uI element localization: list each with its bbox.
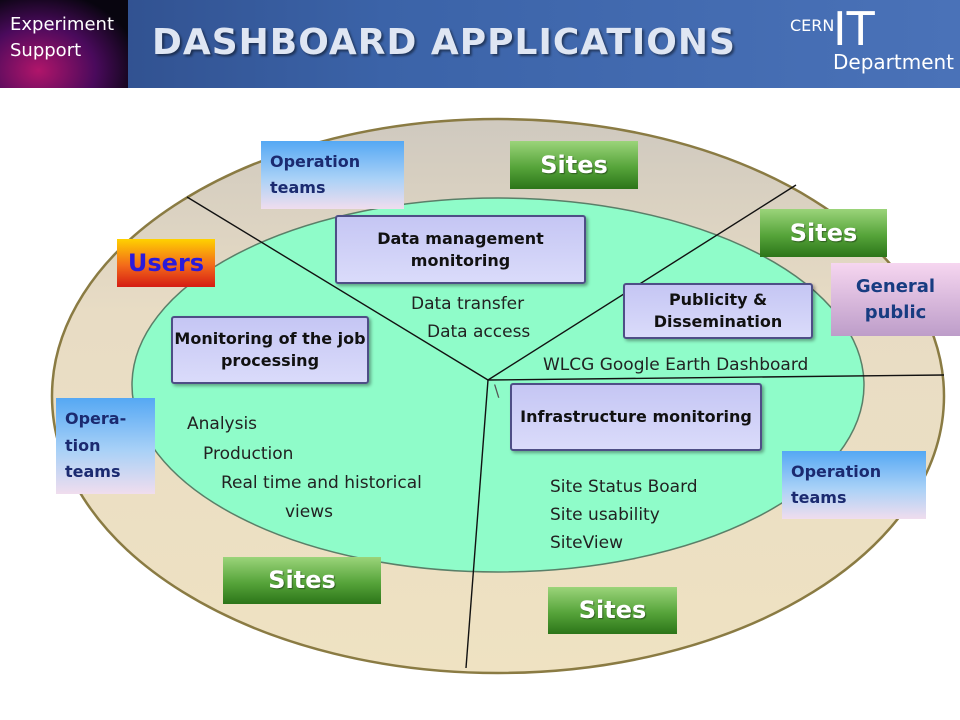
sites-label: Sites (540, 150, 608, 179)
views-text: views (285, 502, 334, 522)
data-management-monitoring-box: Data management monitoring (335, 215, 586, 284)
page-title: DASHBOARD APPLICATIONS (152, 22, 736, 63)
sites-box-bottom-left: Sites (223, 557, 381, 604)
operation-teams-label: Operation teams (270, 151, 361, 197)
sites-label: Sites (789, 218, 858, 247)
publicity-dissemination-label: Publicity & Dissemination (653, 290, 783, 331)
cern-label: CERN (790, 16, 835, 35)
publicity-dissemination-box: Publicity & Dissemination (623, 283, 813, 339)
divider-upper-left (186, 196, 489, 381)
general-public-box: General public (831, 263, 960, 336)
production-text: Production (203, 444, 294, 464)
operation-teams-label: Operation teams (791, 461, 882, 507)
sites-label: Sites (578, 596, 647, 625)
siteview-text: SiteView (550, 533, 623, 553)
data-transfer-text: Data transfer (411, 294, 525, 314)
operation-teams-box-left: Opera- tion teams (56, 398, 155, 494)
site-usability-text: Site usability (550, 505, 660, 525)
sites-box-bottom-right: Sites (548, 587, 677, 634)
users-box: Users (117, 239, 215, 287)
stray-mark: \ (494, 381, 500, 400)
job-processing-monitoring-label: Monitoring of the job processing (174, 329, 366, 370)
header-bar: Experiment Support DASHBOARD APPLICATION… (0, 0, 960, 88)
department-label: Department (833, 50, 955, 74)
data-management-monitoring-label: Data management monitoring (377, 228, 544, 270)
experiment-support-logo: Experiment Support (0, 0, 128, 88)
infrastructure-monitoring-label: Infrastructure monitoring (520, 407, 752, 427)
it-label: IT (833, 2, 875, 56)
job-processing-monitoring-box: Monitoring of the job processing (171, 316, 369, 384)
opera-tion-teams-label: Opera- tion teams (65, 409, 127, 482)
sites-label: Sites (268, 566, 336, 595)
wlcg-google-earth-text: WLCG Google Earth Dashboard (543, 355, 809, 375)
logo-line-1: Experiment (10, 14, 115, 35)
divider-upper-right (487, 184, 797, 381)
users-label: Users (127, 248, 205, 277)
sites-box-top: Sites (510, 141, 638, 189)
real-time-text: Real time and historical (221, 473, 422, 493)
site-status-board-text: Site Status Board (550, 477, 698, 497)
data-access-text: Data access (427, 322, 531, 342)
operation-teams-box-right: Operation teams (782, 451, 926, 519)
infrastructure-monitoring-box: Infrastructure monitoring (510, 383, 762, 451)
divider-bottom (465, 379, 489, 669)
operation-teams-box-top: Operation teams (261, 141, 404, 209)
divider-right (487, 374, 945, 381)
logo-line-2: Support (10, 40, 82, 61)
analysis-text: Analysis (187, 414, 258, 434)
general-public-label: General public (855, 276, 936, 323)
sites-box-right: Sites (760, 209, 887, 257)
